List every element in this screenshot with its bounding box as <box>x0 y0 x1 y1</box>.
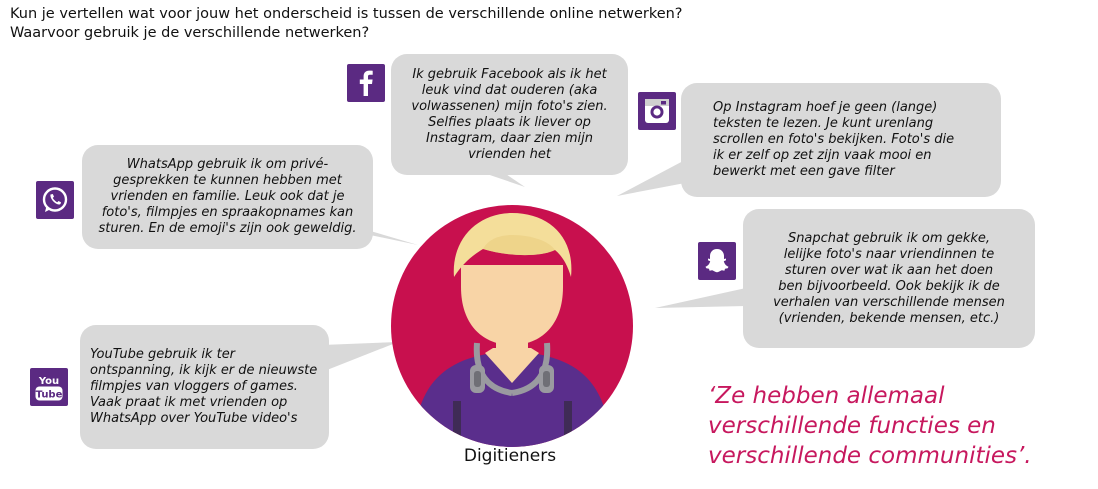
whatsapp-bubble-text: WhatsApp gebruik ik om privé- gesprekken… <box>98 157 357 236</box>
instagram-bubble: Op Instagram hoef je geen (lange) tekste… <box>681 83 1001 197</box>
whatsapp-icon <box>36 181 74 219</box>
facebook-bubble: Ik gebruik Facebook als ik het leuk vind… <box>391 54 628 175</box>
quote-line-2: verschillende functies en <box>708 413 996 439</box>
youtube-bubble: YouTube gebruik ik ter ontspanning, ik k… <box>80 325 329 449</box>
quote-text: ‘Ze hebben allemaal verschillende functi… <box>708 381 1032 471</box>
avatar-label: Digitieners <box>463 446 557 466</box>
instagram-icon <box>638 92 676 130</box>
snapchat-icon <box>698 242 736 280</box>
quote-line-3: verschillende communities’. <box>708 443 1032 469</box>
youtube-logo-text-you: You <box>38 376 59 387</box>
youtube-bubble-text: YouTube gebruik ik ter ontspanning, ik k… <box>90 347 318 426</box>
instagram-bubble-text: Op Instagram hoef je geen (lange) tekste… <box>713 100 955 179</box>
youtube-logo-text-tube: Tube <box>36 390 63 401</box>
facebook-bubble-text: Ik gebruik Facebook als ik het leuk vind… <box>411 66 608 162</box>
snapchat-bubble-text: Snapchat gebruik ik om gekke, lelijke fo… <box>773 230 1005 326</box>
snapchat-bubble: Snapchat gebruik ik om gekke, lelijke fo… <box>743 209 1035 348</box>
question-text: Kun je vertellen wat voor jouw het onder… <box>10 5 683 43</box>
youtube-icon: You Tube <box>30 368 68 406</box>
teen-avatar <box>391 205 633 447</box>
question-line-2: Waarvoor gebruik je de verschillende net… <box>10 25 370 41</box>
question-line-1: Kun je vertellen wat voor jouw het onder… <box>10 6 683 22</box>
whatsapp-bubble: WhatsApp gebruik ik om privé- gesprekken… <box>82 145 373 249</box>
quote-line-1: ‘Ze hebben allemaal <box>708 383 945 409</box>
facebook-icon <box>347 64 385 102</box>
